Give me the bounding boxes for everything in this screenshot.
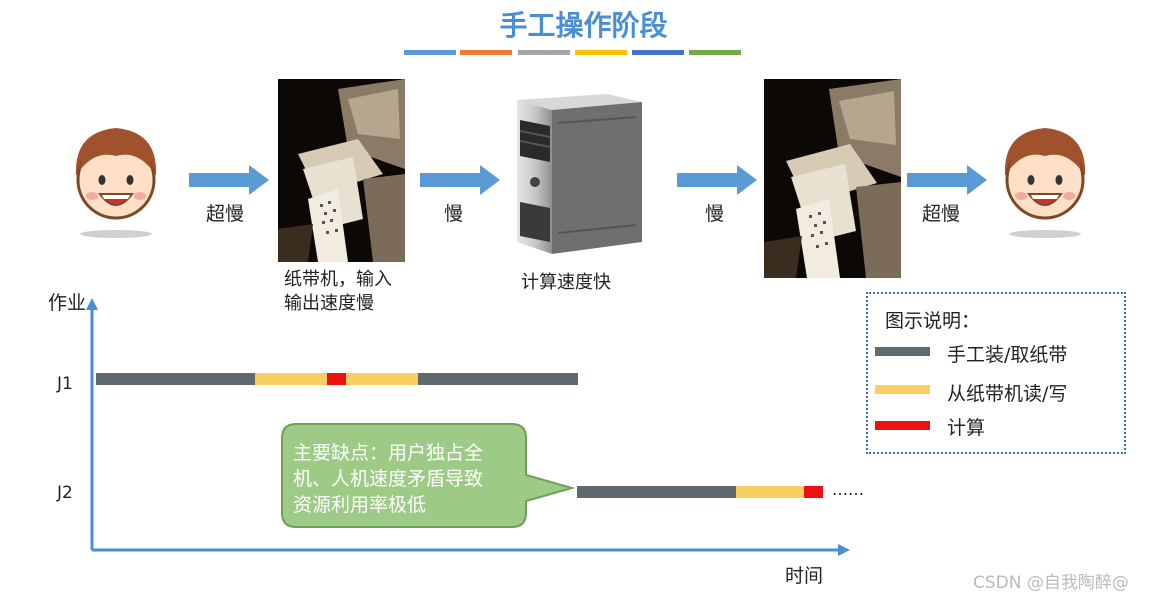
page-title: 手工操作阶段 — [499, 9, 668, 42]
arrow-label-superslow-2: 超慢 — [922, 203, 961, 225]
watermark: CSDN @自我陶醉@ — [973, 573, 1129, 593]
legend-title: 图示说明： — [885, 310, 981, 332]
arrow-label-superslow: 超慢 — [206, 203, 245, 225]
job-label-j2: J2 — [57, 483, 73, 503]
color-bar-gray — [518, 50, 570, 55]
tape-machine-image — [278, 79, 405, 262]
right-arrow-icon — [189, 165, 269, 195]
legend-swatch-io — [875, 385, 930, 394]
legend-swatch-manual — [875, 347, 930, 356]
j1-segment-manual — [96, 373, 255, 385]
computer-tower-icon — [517, 94, 642, 254]
legend-label-io: 从纸带机读/写 — [947, 383, 1068, 405]
j1-segment-manual-2 — [418, 373, 578, 385]
legend-label-manual: 手工装/取纸带 — [947, 344, 1068, 366]
user-face-icon-right — [1004, 128, 1086, 238]
j1-segment-compute — [327, 373, 346, 385]
job-label-j1: J1 — [57, 374, 73, 394]
user-face-icon — [75, 128, 157, 238]
j1-segment-io-2 — [346, 373, 418, 385]
callout-line2: 机、人机速度矛盾导致 — [293, 468, 484, 490]
color-bar-yellow — [575, 50, 627, 55]
j2-segment-manual — [577, 486, 736, 498]
job-j2-bar — [577, 486, 825, 498]
x-axis-label: 时间 — [785, 565, 824, 587]
callout-line1: 主要缺点：用户独占全 — [293, 442, 484, 464]
color-bar-darkblue — [632, 50, 684, 55]
legend-label-compute: 计算 — [947, 417, 986, 439]
callout-line3: 资源利用率极低 — [293, 494, 427, 516]
tape-machine-caption-line1: 纸带机，输入 — [284, 269, 392, 290]
j2-segment-compute — [804, 486, 823, 498]
legend-swatch-compute — [875, 421, 930, 430]
j2-continuation: …… — [832, 480, 864, 499]
legend-box — [866, 292, 1126, 454]
y-axis-label: 作业 — [48, 292, 87, 314]
color-bar-green — [689, 50, 741, 55]
arrow-label-slow-2: 慢 — [705, 203, 725, 225]
right-arrow-icon — [907, 165, 987, 195]
tape-machine-image-2 — [764, 79, 901, 278]
j1-segment-io — [255, 373, 327, 385]
job-j1-bar — [96, 373, 578, 385]
color-bar-orange — [460, 50, 512, 55]
j2-segment-io — [736, 486, 804, 498]
arrow-label-slow: 慢 — [444, 203, 464, 225]
color-bar-blue — [404, 50, 456, 55]
timeline-axes — [86, 298, 850, 556]
computer-caption: 计算速度快 — [521, 272, 611, 293]
tape-machine-caption-line2: 输出速度慢 — [284, 293, 374, 314]
callout-bubble — [281, 423, 576, 528]
right-arrow-icon — [420, 165, 500, 195]
right-arrow-icon — [677, 165, 757, 195]
